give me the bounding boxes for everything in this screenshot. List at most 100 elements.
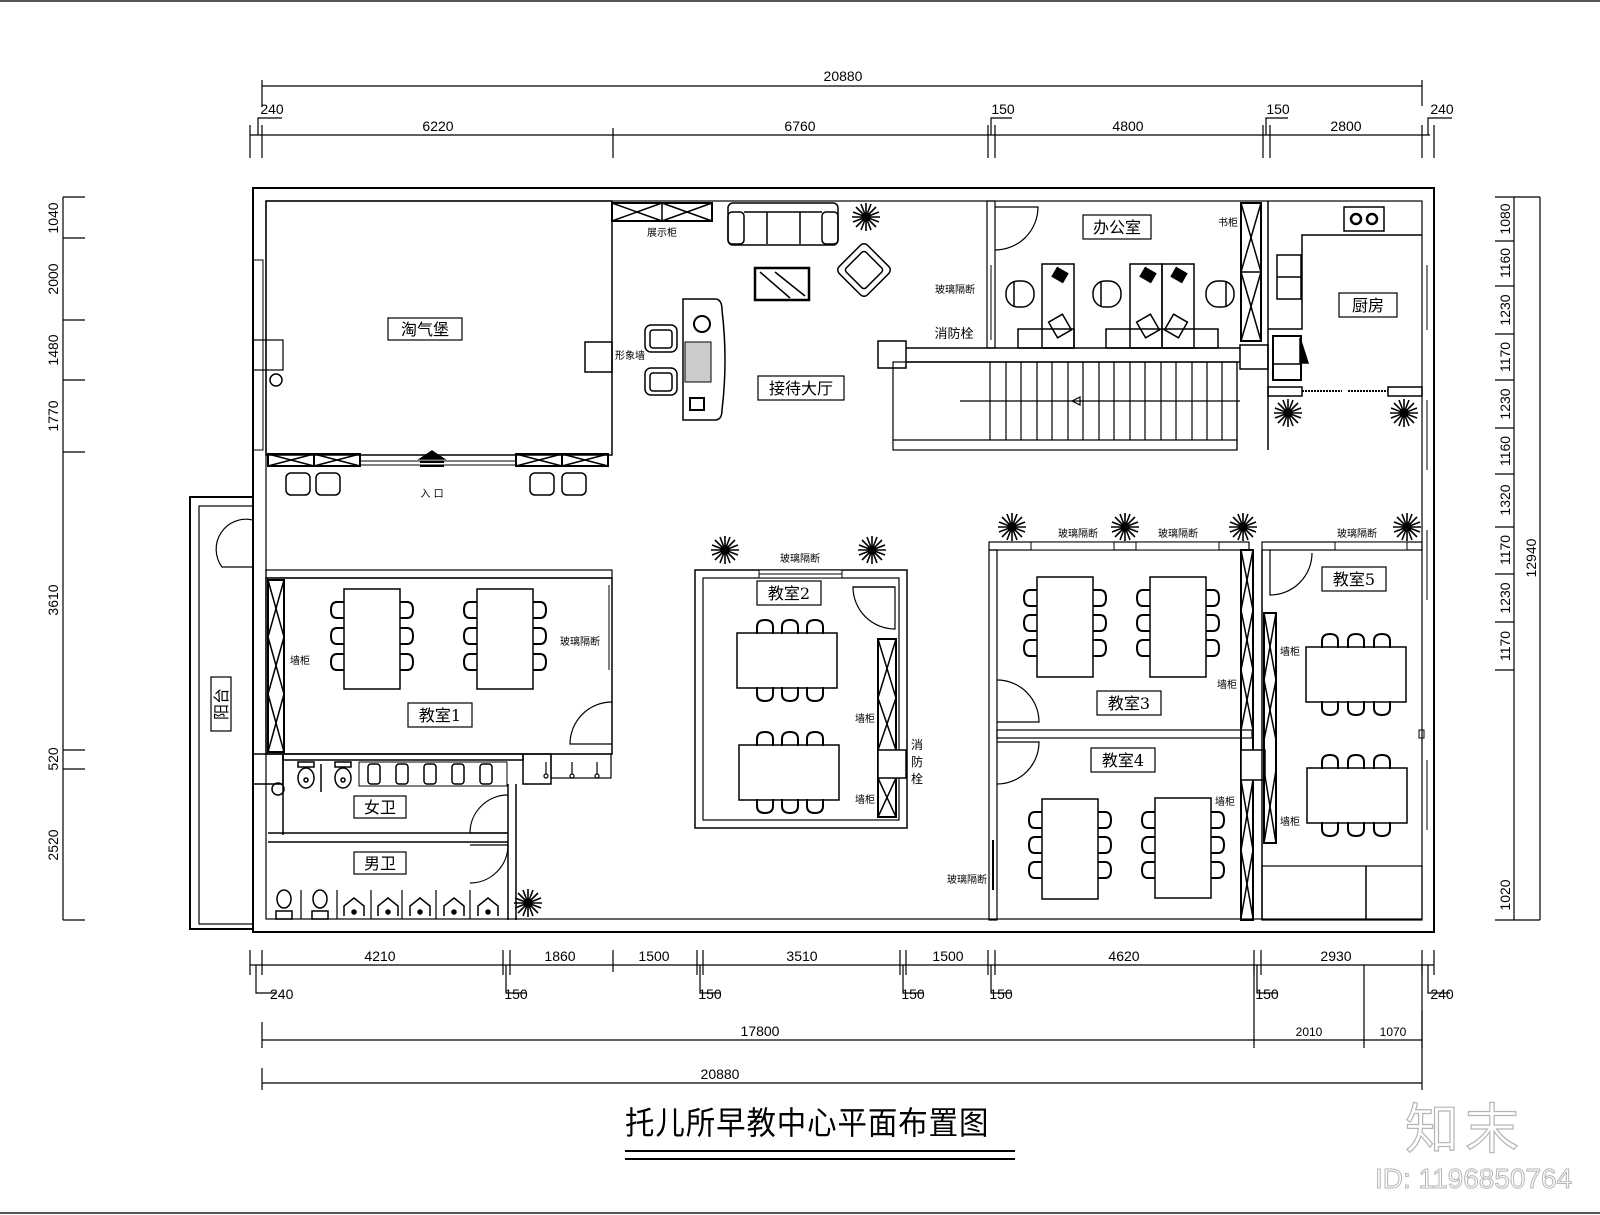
label-box-classroom4 (1090, 747, 1156, 773)
classroom4-wall-cabinet-label: 墙柜 (1215, 795, 1235, 808)
label-box-classroom5 (1321, 566, 1387, 592)
room-label-office: 办公室 (1093, 218, 1141, 237)
dim-bottom-sub-2: 2010 (1296, 1025, 1323, 1039)
classroom2-wall-cabinet-label-2: 墙柜 (855, 793, 875, 806)
dim-right-6: 1160 (1497, 436, 1513, 466)
dim-top-seg-8: 240 (1430, 101, 1454, 117)
outer-walls (189, 187, 1435, 933)
display-cabinet (611, 202, 713, 222)
label-box-office (1082, 214, 1152, 240)
dim-top-seg-5: 4800 (1112, 118, 1143, 134)
label-box-classroom1 (407, 702, 473, 728)
room-reception (611, 202, 1269, 451)
dim-left-4: 1770 (45, 400, 61, 431)
dim-top-seg-1: 240 (260, 101, 284, 117)
dim-top-seg-7: 2800 (1330, 118, 1361, 134)
dim-right-8: 1170 (1497, 535, 1513, 565)
dim-bottom-9: 1500 (932, 948, 963, 964)
dim-right-2: 1160 (1497, 248, 1513, 278)
dim-bottom-1: 240 (270, 986, 294, 1002)
drawing-title-block: 托儿所早教中心平面布置图 (625, 1098, 1015, 1160)
dim-left-1: 1040 (45, 202, 61, 233)
dim-left-7: 2520 (45, 829, 61, 860)
dim-left-3: 1480 (45, 334, 61, 365)
dim-bottom-5: 1500 (638, 948, 669, 964)
bookcase-label: 书柜 (1218, 216, 1238, 229)
dim-bottom-4: 1860 (544, 948, 575, 964)
dim-bottom-13: 2930 (1320, 948, 1351, 964)
room-classroom-5 (1261, 512, 1425, 921)
image-wall-label: 形象墙 (615, 349, 645, 362)
room-classroom-1 (265, 569, 613, 755)
staircase (892, 361, 1240, 451)
dim-right-4: 1170 (1497, 342, 1513, 372)
left-dimension-lines (62, 196, 85, 921)
brand-watermark-logo: 知末 (1404, 1097, 1525, 1161)
room-classroom-2 (694, 535, 908, 829)
bottom-dimension-lines (249, 950, 1450, 1090)
dim-left-6: 520 (45, 747, 61, 771)
office-glass-partition-label: 玻璃隔断 (935, 283, 975, 296)
classroom1-glass-partition-label: 玻璃隔断 (560, 635, 600, 648)
dim-bottom-sub-1: 17800 (741, 1023, 780, 1039)
fire-hydrant-v-2: 防 (911, 754, 923, 769)
dim-top-seg-4: 150 (991, 101, 1015, 117)
dim-bottom-14: 240 (1430, 986, 1454, 1002)
reception-desk (644, 298, 726, 421)
dim-right-3: 1230 (1497, 294, 1513, 325)
dim-top-seg-6: 150 (1266, 101, 1290, 117)
room-label-classroom3: 教室3 (1108, 694, 1150, 713)
label-box-taoqibao (387, 317, 463, 341)
room-label-taoqibao: 淘气堡 (401, 320, 449, 339)
sofa (727, 202, 839, 246)
classroom3-glass-partition-label-1: 玻璃隔断 (1058, 527, 1098, 540)
label-box-mens-wc (353, 851, 407, 875)
frame-top-border (0, 0, 1600, 2)
label-box-balcony (210, 676, 232, 732)
fire-hydrant-v-1: 消 (911, 738, 923, 752)
dim-left-5: 3610 (45, 584, 61, 615)
room-label-mens-wc: 男卫 (364, 854, 396, 873)
room-taoqibao (215, 200, 613, 568)
room-kitchen (1267, 206, 1423, 428)
dim-bottom-8: 150 (901, 986, 925, 1002)
dim-bottom-10: 150 (989, 986, 1013, 1002)
entrance-label: 入 口 (420, 489, 443, 500)
label-box-classroom3 (1096, 690, 1162, 716)
dim-bottom-2: 4210 (364, 948, 395, 964)
dim-right-9: 1230 (1497, 582, 1513, 613)
dim-top-total: 20880 (824, 68, 863, 84)
frame-bottom-border (0, 1212, 1600, 1214)
classroom4-glass-partition-label: 玻璃隔断 (947, 873, 987, 886)
armchair (837, 243, 891, 297)
dim-bottom-sub-3: 1070 (1380, 1025, 1407, 1039)
classroom5-glass-partition-label: 玻璃隔断 (1337, 527, 1377, 540)
label-box-reception (757, 375, 845, 401)
dim-top-seg-3: 6760 (784, 118, 815, 134)
label-box-kitchen (1338, 292, 1398, 318)
dim-bottom-6: 150 (698, 986, 722, 1002)
dim-right-7: 1320 (1497, 484, 1513, 515)
fire-hydrant-v-3: 栓 (911, 771, 923, 786)
classroom3-wall-cabinet-label: 墙柜 (1217, 678, 1237, 691)
classroom2-glass-partition-label: 玻璃隔断 (780, 552, 820, 565)
room-washrooms (252, 753, 612, 920)
room-office (986, 200, 1269, 450)
dim-right-1: 1080 (1497, 203, 1513, 234)
room-label-womens-wc: 女卫 (364, 798, 396, 817)
fire-hydrant-label: 消防栓 (934, 326, 973, 342)
room-label-balcony: 阳台 (212, 688, 231, 720)
dim-right-total: 12940 (1523, 538, 1539, 577)
title-underline-1 (625, 1150, 1015, 1152)
right-dimension-lines (1495, 196, 1541, 921)
room-label-classroom4: 教室4 (1102, 751, 1144, 770)
label-box-classroom2 (756, 580, 822, 606)
room-label-classroom2: 教室2 (768, 584, 810, 603)
classroom3-glass-partition-label-2: 玻璃隔断 (1158, 527, 1198, 540)
brand-watermark-id: ID: 1196850764 (1374, 1163, 1573, 1195)
top-dimension-lines (249, 80, 1452, 158)
dim-bottom-total: 20880 (701, 1066, 740, 1082)
dim-right-10: 1170 (1497, 631, 1513, 661)
dim-left-2: 2000 (45, 263, 61, 294)
